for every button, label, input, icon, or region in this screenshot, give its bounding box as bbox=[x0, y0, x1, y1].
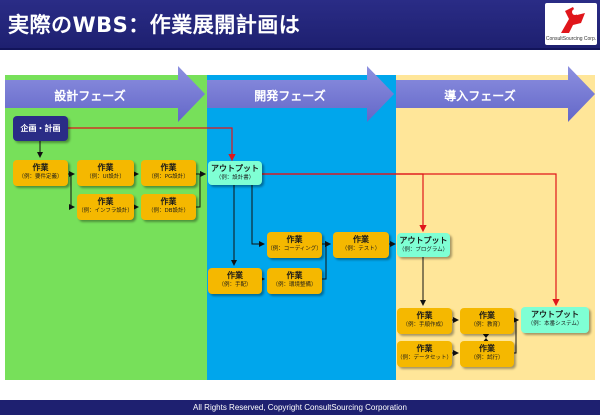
task-box-example: （例：DB設計） bbox=[147, 208, 189, 214]
output-box-title: アウトプット bbox=[531, 310, 579, 319]
task-box-arrange: 作業 （例：手配） bbox=[208, 268, 262, 294]
task-box-example: （例：教育） bbox=[470, 322, 504, 328]
task-box-title: 作業 bbox=[353, 235, 369, 244]
task-box-title: 作業 bbox=[32, 163, 49, 172]
task-box-title: 作業 bbox=[479, 344, 495, 353]
task-box-example: （例：PG設計） bbox=[148, 174, 189, 180]
task-box-ui-design: 作業 （例：UI設計） bbox=[77, 160, 134, 186]
task-box-example: （例：手順作成） bbox=[402, 322, 447, 328]
task-box-test: 作業 （例：テスト） bbox=[333, 232, 389, 258]
output-box-title: アウトプット bbox=[211, 164, 259, 173]
task-box-title: 作業 bbox=[160, 163, 177, 172]
task-box-dataset: 作業 （例：データセット） bbox=[397, 341, 452, 367]
task-box-title: 作業 bbox=[416, 311, 433, 320]
task-box-example: （例：UI設計） bbox=[86, 174, 125, 180]
design-phase-label: 設計フェーズ bbox=[54, 89, 126, 103]
task-box-example: （例：環境整備） bbox=[272, 282, 317, 288]
task-box-example: （例：手配） bbox=[218, 282, 252, 288]
task-box-pg-design: 作業 （例：PG設計） bbox=[141, 160, 196, 186]
task-box-manual: 作業 （例：手順作成） bbox=[397, 308, 452, 334]
logo-text: ConsultSourcing Corp. bbox=[545, 36, 597, 42]
page-title: 実際のWBS：作業展開計画は bbox=[8, 13, 301, 37]
task-box-title: 作業 bbox=[286, 235, 303, 244]
introduction-phase-area bbox=[396, 75, 595, 380]
output-box-title: アウトプット bbox=[399, 236, 448, 245]
task-box-education: 作業 （例：教育） bbox=[460, 308, 514, 334]
task-box-example: （例：試行） bbox=[470, 355, 504, 361]
task-box-title: 作業 bbox=[97, 197, 114, 206]
task-box-coding: 作業 （例：コーディング） bbox=[267, 232, 322, 258]
development-phase-label: 開発フェーズ bbox=[254, 89, 326, 103]
logo-figure-icon bbox=[561, 7, 585, 33]
task-box-trial: 作業 （例：試行） bbox=[460, 341, 514, 367]
output-box-example: （例：本番システム） bbox=[527, 321, 583, 327]
plan-box: 企画・計画 bbox=[13, 116, 68, 141]
output-box-production-system: アウトプット （例：本番システム） bbox=[521, 307, 589, 333]
plan-box-title: 企画・計画 bbox=[20, 124, 61, 133]
task-box-title: 作業 bbox=[416, 344, 433, 353]
task-box-example: （例：要件定義） bbox=[18, 174, 63, 180]
development-phase-area bbox=[207, 75, 396, 380]
task-box-example: （例：コーディング） bbox=[267, 246, 322, 252]
task-box-title: 作業 bbox=[286, 271, 303, 280]
company-logo: ConsultSourcing Corp. bbox=[545, 3, 597, 45]
task-box-title: 作業 bbox=[160, 197, 177, 206]
output-box-example: （例：設計書） bbox=[215, 175, 255, 181]
introduction-phase-label: 導入フェーズ bbox=[444, 89, 516, 103]
task-box-title: 作業 bbox=[479, 311, 495, 320]
task-box-requirements: 作業 （例：要件定義） bbox=[13, 160, 68, 186]
footer-copyright: All Rights Reserved, Copyright ConsultSo… bbox=[0, 400, 600, 415]
task-box-infra-design: 作業 （例：インフラ設計） bbox=[77, 194, 134, 220]
task-box-db-design: 作業 （例：DB設計） bbox=[141, 194, 196, 220]
task-box-example: （例：テスト） bbox=[341, 246, 381, 252]
output-box-program: アウトプット （例：プログラム） bbox=[397, 233, 450, 257]
task-box-title: 作業 bbox=[227, 271, 243, 280]
output-box-design-doc: アウトプット （例：設計書） bbox=[208, 161, 262, 185]
task-box-title: 作業 bbox=[97, 163, 114, 172]
task-box-environment: 作業 （例：環境整備） bbox=[267, 268, 322, 294]
header-bar: 実際のWBS：作業展開計画は ConsultSourcing Corp. bbox=[0, 0, 600, 50]
output-box-example: （例：プログラム） bbox=[398, 247, 449, 253]
task-box-example: （例：データセット） bbox=[397, 355, 453, 361]
task-box-example: （例：インフラ設計） bbox=[78, 208, 133, 214]
